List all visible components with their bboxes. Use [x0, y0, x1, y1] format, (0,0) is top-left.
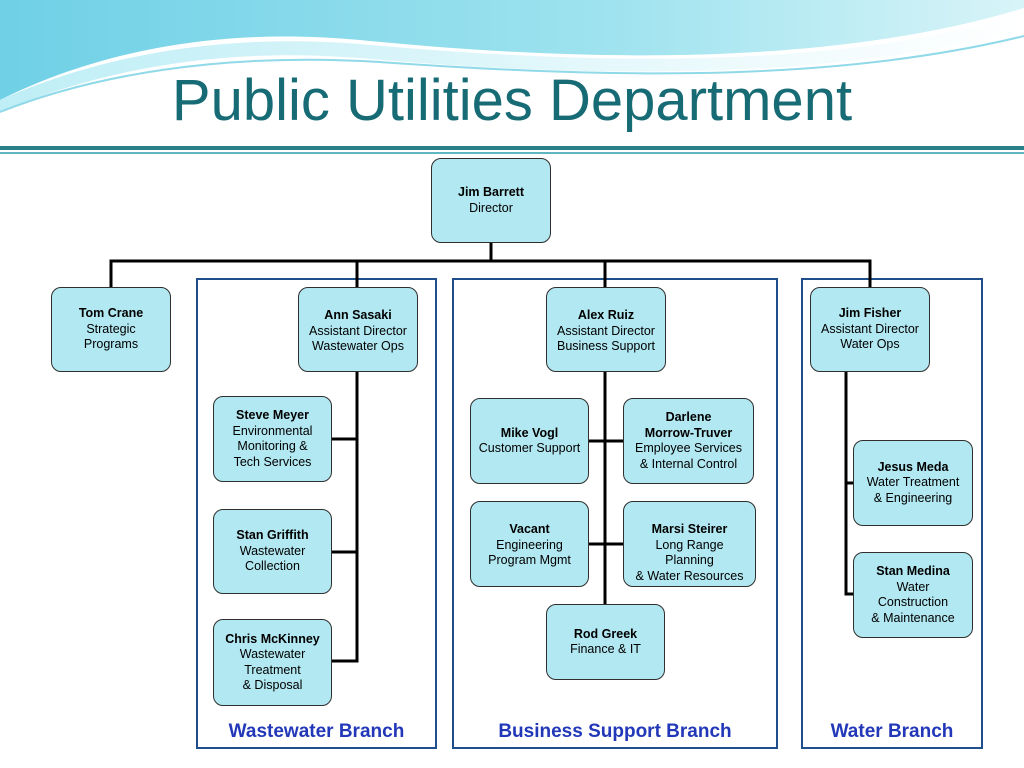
water-head-name: Jim Fisher	[838, 306, 902, 321]
director-name: Jim Barrett	[458, 185, 524, 199]
member-name: Stan Medina	[876, 564, 950, 578]
org-node-jesus-meda: Jesus Meda Water Treatment & Engineering	[853, 440, 973, 526]
org-node-strategic-programs: Tom Crane Strategic Programs	[51, 287, 171, 372]
member-role-1: Wastewater	[239, 543, 306, 558]
strategic-name: Tom Crane	[78, 306, 144, 321]
strategic-role: Strategic Programs	[83, 321, 139, 352]
wastewater-branch-frame: Wastewater Branch	[196, 278, 437, 749]
member-role-2: & Maintenance	[871, 610, 955, 625]
water-head-role-2: Water Ops	[840, 337, 900, 352]
member-role-2: Collection	[245, 559, 300, 574]
member-name: Marsi Steirer	[651, 522, 728, 536]
member-role-1: Long Range Planning	[655, 537, 724, 568]
member-role-2: & Engineering	[873, 490, 953, 505]
member-role-1: Engineering	[496, 537, 563, 552]
member-role-2: Monitoring &	[237, 439, 308, 453]
org-node-vacant-engineering: Vacant Engineering Program Mgmt	[470, 501, 589, 587]
business-branch-frame: Business Support Branch	[452, 278, 778, 749]
water-branch-frame: Water Branch	[801, 278, 983, 749]
member-role-2: & Internal Control	[639, 456, 738, 471]
member-name: Vacant	[509, 522, 550, 536]
wastewater-head-role-1: Assistant Director	[309, 323, 407, 338]
wastewater-branch-label: Wastewater Branch	[228, 721, 405, 742]
member-name: Steve Meyer	[236, 408, 309, 422]
member-role-2: & Water Resources	[635, 568, 744, 583]
member-role-3: Tech Services	[233, 454, 312, 469]
director-role: Director	[469, 200, 513, 215]
org-node-steve-meyer: Steve Meyer Environmental Monitoring & T…	[213, 396, 332, 482]
org-node-mike-vogl: Mike Vogl Customer Support	[470, 398, 589, 484]
member-name: Rod Greek	[573, 626, 638, 641]
member-role-1: Water Construction	[877, 579, 949, 610]
member-role-3: & Disposal	[242, 678, 303, 692]
member-name: Jesus Meda	[877, 459, 949, 474]
member-role-1: Environmental	[232, 423, 313, 438]
org-node-darlene-morrow-truver: Darlene Morrow-Truver Employee Services …	[623, 398, 754, 484]
org-node-chris-mckinney: Chris McKinney Wastewater Treatment & Di…	[213, 619, 332, 706]
header-wave-decoration	[0, 0, 1024, 113]
org-node-stan-medina: Stan Medina Water Construction & Mainten…	[853, 552, 973, 638]
org-node-wastewater-head: Ann Sasaki Assistant Director Wastewater…	[298, 287, 418, 372]
wastewater-head-role-2: Wastewater Ops	[312, 339, 404, 353]
org-node-business-head: Alex Ruiz Assistant Director Business Su…	[546, 287, 666, 372]
water-branch-label: Water Branch	[830, 721, 954, 742]
member-name: Mike Vogl	[500, 425, 559, 440]
org-node-water-head: Jim Fisher Assistant Director Water Ops	[810, 287, 930, 372]
business-head-name: Alex Ruiz	[577, 308, 635, 322]
member-role-1: Finance & IT	[570, 642, 641, 656]
member-role-2: Program Mgmt	[488, 553, 571, 567]
org-node-rod-greek: Rod Greek Finance & IT	[546, 604, 665, 680]
member-role-1: Employee Services	[635, 441, 742, 455]
title-divider-accent	[0, 152, 1024, 154]
member-name: Stan Griffith	[236, 528, 309, 543]
member-name-2: Morrow-Truver	[644, 425, 733, 440]
member-name: Chris McKinney	[225, 631, 320, 646]
title-divider	[0, 146, 1024, 150]
org-node-director: Jim Barrett Director	[431, 158, 551, 243]
business-head-role-2: Business Support	[557, 339, 655, 353]
page-title: Public Utilities Department	[171, 68, 853, 133]
member-role-1: Water Treatment	[866, 475, 960, 490]
org-node-stan-griffith: Stan Griffith Wastewater Collection	[213, 509, 332, 594]
member-role-2: Treatment	[244, 662, 301, 677]
member-role-1: Wastewater	[239, 647, 306, 661]
member-role-1: Customer Support	[478, 441, 581, 455]
water-head-role-1: Assistant Director	[821, 321, 919, 336]
org-node-marsi-steirer: Marsi Steirer Long Range Planning & Wate…	[623, 501, 756, 587]
business-head-role-1: Assistant Director	[557, 323, 655, 338]
member-name-1: Darlene	[665, 410, 712, 424]
wastewater-head-name: Ann Sasaki	[324, 308, 392, 322]
business-branch-label: Business Support Branch	[498, 721, 732, 742]
